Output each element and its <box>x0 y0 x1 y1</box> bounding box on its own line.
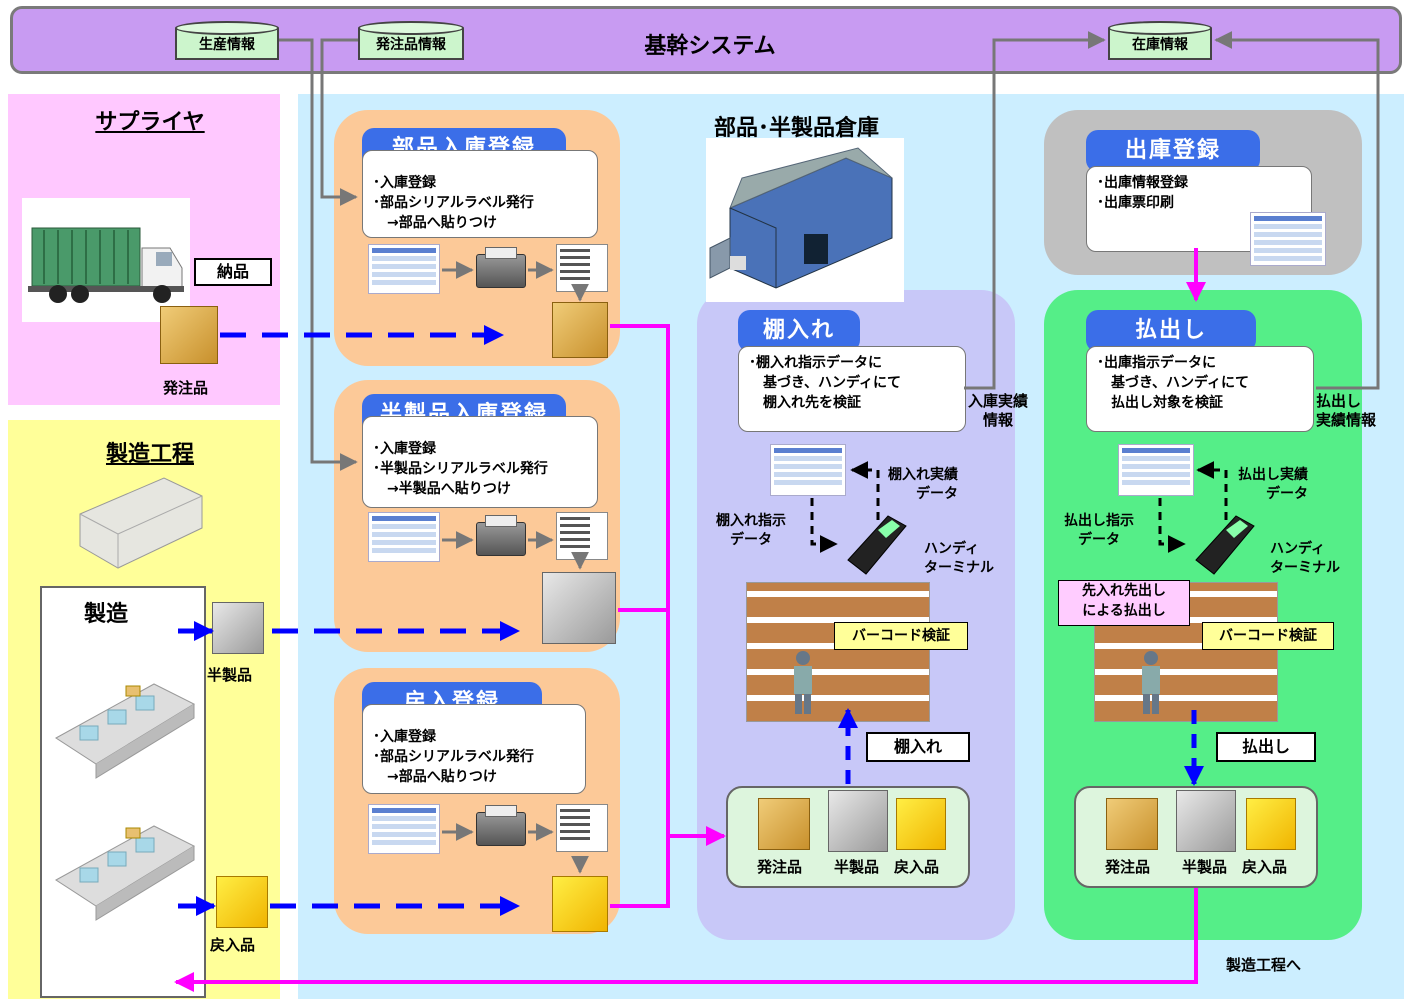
warehouse-image <box>706 138 904 302</box>
fifo-label: 先入れ先出し による払出し <box>1058 580 1190 626</box>
semi-box-icon <box>542 572 616 644</box>
factory-image <box>74 468 208 570</box>
return-printer-icon <box>476 805 526 846</box>
shipping-screen-icon <box>1250 212 1326 266</box>
shelving-result-data: 棚入れ実績 データ <box>888 467 958 502</box>
return-receiving-notes: ･入庫登録 ･部品シリアルラベル発行 →部品へ貼りつけ <box>362 704 586 794</box>
parts-box-icon <box>552 302 608 358</box>
picking-barcode-label: バーコード検証 <box>1202 622 1334 650</box>
shelving-handy-label: ハンディ ターミナル <box>924 541 994 576</box>
pk-ordered-icon <box>1106 798 1158 850</box>
shelving-action-label: 棚入れ <box>866 732 970 762</box>
picking-screen-icon <box>1118 444 1194 496</box>
manufacturing-box-title: 製造 <box>84 602 129 627</box>
pk-returned-icon <box>1246 798 1296 850</box>
picking-worker-icon <box>1134 650 1168 716</box>
return-label-icon <box>556 804 608 852</box>
ordered-item-label: 発注品 <box>163 379 209 397</box>
core-system-title: 基幹システム <box>644 34 776 59</box>
wh-semi-icon <box>828 790 888 852</box>
semi-product-box-icon <box>212 602 264 654</box>
shelving-title: 棚入れ <box>738 310 860 352</box>
return-box-icon <box>552 876 608 932</box>
wh-semi-label: 半製品 <box>834 858 880 876</box>
warehouse-title: 部品･半製品倉庫 <box>714 116 880 141</box>
conveyor-image-1 <box>50 668 200 788</box>
picking-handy-icon <box>1186 510 1258 580</box>
wh-ordered-icon <box>758 798 810 850</box>
parts-printer-icon <box>476 247 526 288</box>
semi-receiving-notes: ･入庫登録 ･半製品シリアルラベル発行 →半製品へ貼りつけ <box>362 416 598 508</box>
semi-screen-icon <box>368 512 440 562</box>
db-order-info: 発注品情報 <box>358 21 464 60</box>
manufacturing-box <box>40 586 206 998</box>
picking-handy-label: ハンディ ターミナル <box>1270 541 1340 576</box>
db-production-info: 生産情報 <box>175 21 279 60</box>
return-screen-icon <box>368 804 440 854</box>
parts-screen-icon <box>368 244 440 294</box>
parts-label-icon <box>556 244 608 292</box>
semi-printer-icon <box>476 515 526 556</box>
conveyor-image-2 <box>50 810 200 930</box>
wh-returned-icon <box>896 798 946 850</box>
picking-report-label: 払出し 実績情報 <box>1316 392 1377 429</box>
to-manufacturing-label: 製造工程へ <box>1226 956 1302 974</box>
pk-semi-icon <box>1176 790 1236 852</box>
shelving-handy-icon <box>838 510 910 580</box>
delivery-label: 納品 <box>194 258 272 286</box>
wh-ordered-label: 発注品 <box>757 858 803 876</box>
shelving-notes: ･棚入れ指示データに 基づき、ハンディにて 棚入れ先を検証 <box>738 346 966 432</box>
inbound-report-label: 入庫実績 情報 <box>968 392 1029 429</box>
shelving-instruction-data: 棚入れ指示 データ <box>716 513 786 548</box>
picking-instruction-data: 払出し指示 データ <box>1064 513 1134 548</box>
wh-returned-label: 戻入品 <box>894 858 940 876</box>
shelving-screen-icon <box>770 444 846 496</box>
returned-item-box-icon <box>216 876 268 928</box>
returned-item-label: 戻入品 <box>210 936 256 954</box>
shelving-rack-image <box>746 582 930 722</box>
picking-notes: ･出庫指示データに 基づき、ハンディにて 払出し対象を検証 <box>1086 346 1314 432</box>
semi-label-icon <box>556 512 608 560</box>
pk-semi-label: 半製品 <box>1182 858 1228 876</box>
picking-action-label: 払出し <box>1216 732 1316 762</box>
shelving-barcode-label: バーコード検証 <box>834 622 968 650</box>
picking-result-data: 払出し実績 データ <box>1238 467 1308 502</box>
pk-ordered-label: 発注品 <box>1105 858 1151 876</box>
parts-receiving-notes: ･入庫登録 ･部品シリアルラベル発行 →部品へ貼りつけ <box>362 150 598 238</box>
supplier-title: サプライヤ <box>95 110 205 135</box>
semi-product-label: 半製品 <box>207 666 253 684</box>
truck-image <box>22 198 190 322</box>
shelving-worker-icon <box>786 650 820 716</box>
ordered-item-box-icon <box>160 306 218 364</box>
db-inventory-info: 在庫情報 <box>1108 21 1212 60</box>
manufacturing-title: 製造工程 <box>105 442 194 467</box>
pk-returned-label: 戻入品 <box>1242 858 1288 876</box>
